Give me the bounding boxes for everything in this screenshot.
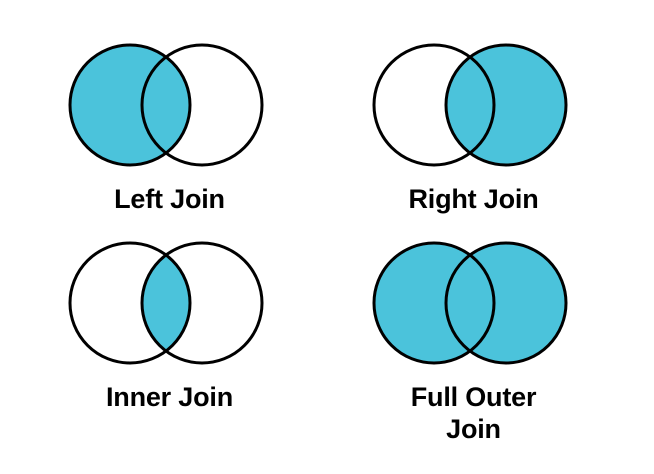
venn-outline-left [372, 43, 495, 167]
join-label-right-join: Right Join [408, 184, 539, 214]
venn-right-join [372, 40, 574, 170]
venn-left-join [68, 40, 270, 170]
venn-outline-right [444, 43, 567, 167]
venn-outline-left [372, 241, 495, 365]
venn-outline-right [444, 241, 567, 365]
venn-region-intersection [445, 45, 494, 165]
venn-outline-right [140, 43, 263, 167]
join-label-inner-join: Inner Join [105, 382, 233, 412]
venn-outline-right [140, 241, 263, 365]
venn-inner-join [68, 238, 270, 368]
venn-region-intersection [141, 45, 190, 165]
join-cell-inner-join: Inner Join [62, 238, 277, 414]
venn-outline-left [68, 241, 191, 365]
venn-outline-left [68, 43, 191, 167]
join-cell-right-join: Right Join [366, 40, 581, 216]
join-cell-left-join: Left Join [62, 40, 277, 216]
join-label-full-outer-join: Full Outer Join [410, 382, 537, 444]
join-label-left-join: Left Join [114, 184, 225, 214]
venn-region-intersection [141, 243, 190, 363]
venn-circle-right [445, 243, 566, 363]
join-cell-full-outer-join: Full Outer Join [366, 238, 581, 446]
venn-full-outer-join [372, 238, 574, 368]
